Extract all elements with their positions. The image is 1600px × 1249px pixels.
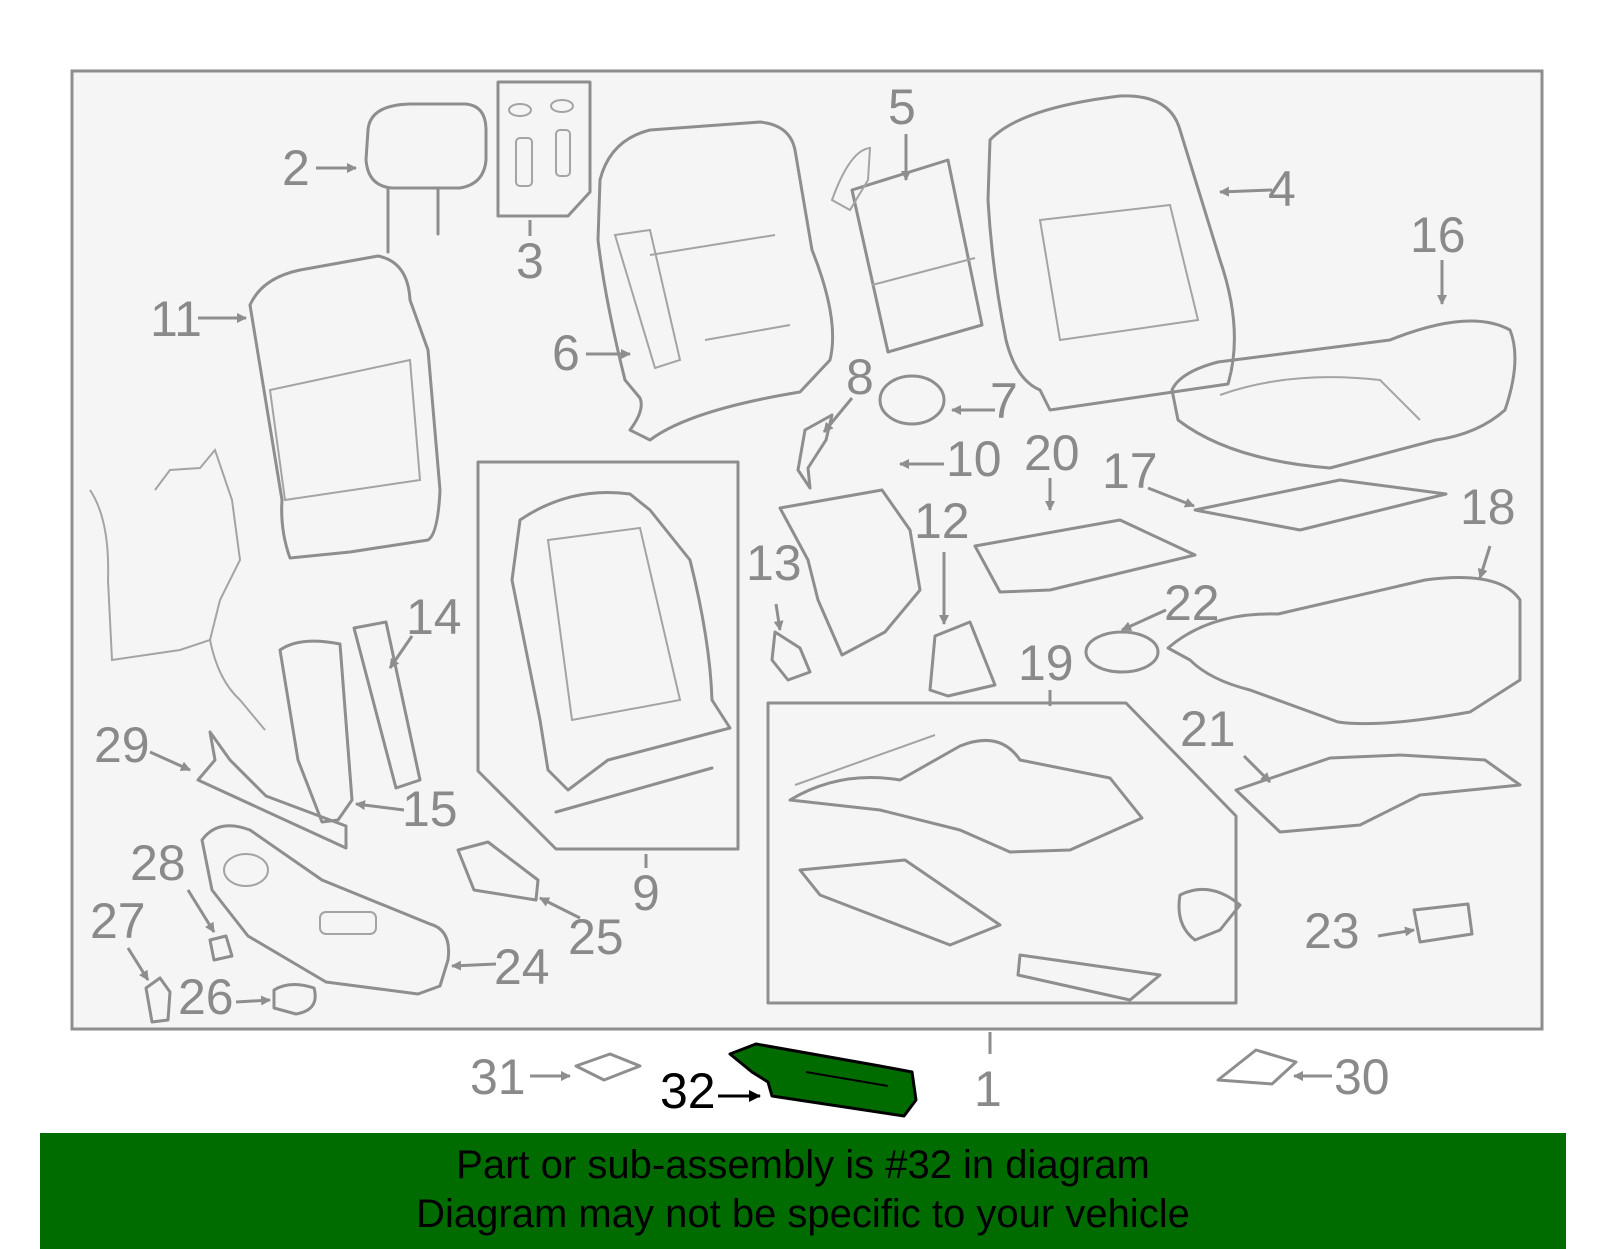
callout-7: 7: [990, 373, 1018, 429]
callout-8: 8: [846, 349, 874, 405]
callout-14: 14: [406, 589, 462, 645]
bottom-small-parts: [574, 1048, 1298, 1086]
callout-2: 2: [282, 140, 310, 196]
callout-27: 27: [90, 893, 146, 949]
clips-part: [508, 99, 574, 187]
seat-back-panel-part: [596, 120, 835, 442]
callout-25: 25: [568, 909, 624, 965]
callout-19: 19: [1018, 635, 1074, 691]
group-box-9: [476, 460, 740, 851]
callout-labels: 2 3 5 4 16 6 11 8 7 10 20 17 18 12 13 14…: [90, 79, 1516, 1119]
callout-9: 9: [632, 865, 660, 921]
callout-18: 18: [1460, 479, 1516, 535]
small-parts: [144, 840, 1474, 1024]
lumbar-panel-part: [830, 146, 984, 354]
callout-11: 11: [150, 291, 202, 347]
callout-arrows: [126, 134, 1492, 1081]
callout-5: 5: [888, 79, 916, 135]
highlighted-part-32: [728, 1042, 918, 1118]
callout-24: 24: [494, 939, 550, 995]
callout-12: 12: [914, 493, 970, 549]
side-shield-part: [200, 824, 451, 996]
callout-6: 6: [552, 325, 580, 381]
cover-panel-part: [1234, 753, 1522, 834]
callout-1: 1: [974, 1061, 1002, 1117]
callout-31: 31: [470, 1049, 526, 1105]
wiring-harness-part: [89, 447, 266, 731]
callout-16: 16: [1410, 207, 1466, 263]
callout-29: 29: [94, 717, 150, 773]
callout-22: 22: [1164, 575, 1220, 631]
callout-10: 10: [946, 431, 1002, 487]
callout-26: 26: [178, 969, 234, 1025]
callout-28: 28: [130, 835, 186, 891]
highlighted-part-32-detail: [805, 1071, 889, 1087]
headrest-part: [364, 102, 488, 254]
callout-17: 17: [1102, 443, 1158, 499]
callout-32-highlighted: 32: [660, 1063, 716, 1119]
seat-parts-diagram: 2 3 5 4 16 6 11 8 7 10 20 17 18 12 13 14…: [70, 69, 1544, 1119]
seat-back-cover-part: [986, 94, 1236, 412]
callout-4: 4: [1268, 161, 1296, 217]
info-banner: Part or sub-assembly is #32 in diagram D…: [40, 1133, 1566, 1249]
callout-30: 30: [1334, 1049, 1390, 1105]
callout-13: 13: [746, 535, 802, 591]
seat-back-frame-part: [510, 490, 732, 814]
callout-21: 21: [1180, 701, 1236, 757]
callout-20: 20: [1024, 425, 1080, 481]
seat-cushion-cover-part: [1170, 319, 1517, 470]
callout-15: 15: [402, 781, 458, 837]
callout-3: 3: [516, 233, 544, 289]
banner-line-2: Diagram may not be specific to your vehi…: [416, 1192, 1190, 1236]
back-panel-part: [248, 254, 442, 560]
banner-line-1: Part or sub-assembly is #32 in diagram: [456, 1143, 1150, 1187]
group-box-3: [496, 80, 592, 218]
mechanism-parts: [770, 374, 1522, 726]
seat-adjuster-part: [788, 734, 1242, 1002]
trim-strip-part: [196, 730, 348, 850]
callout-23: 23: [1304, 903, 1360, 959]
